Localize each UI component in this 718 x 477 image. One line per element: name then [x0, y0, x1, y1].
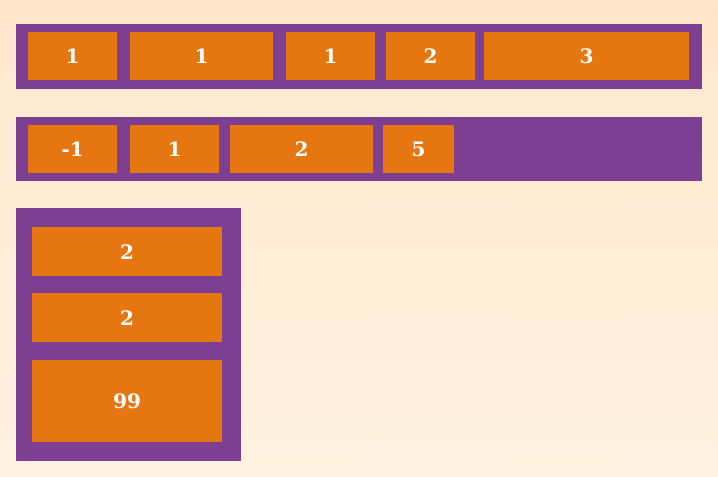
flex-item: 5	[383, 125, 454, 173]
flex-item: 1	[28, 32, 117, 80]
flex-item: 3	[484, 32, 689, 80]
flex-row-container-2: -1 1 2 5	[16, 117, 702, 181]
flex-column-container: 2 2 99	[16, 208, 241, 461]
flex-item: 1	[130, 125, 219, 173]
flex-item: 2	[32, 293, 222, 342]
flex-item: 1	[130, 32, 273, 80]
flex-row-container-1: 1 1 1 2 3	[16, 24, 702, 89]
flex-item: 2	[230, 125, 373, 173]
flex-item: 1	[286, 32, 375, 80]
flex-item: 2	[386, 32, 475, 80]
flex-item: -1	[28, 125, 117, 173]
flex-item: 99	[32, 360, 222, 442]
flex-item: 2	[32, 227, 222, 276]
